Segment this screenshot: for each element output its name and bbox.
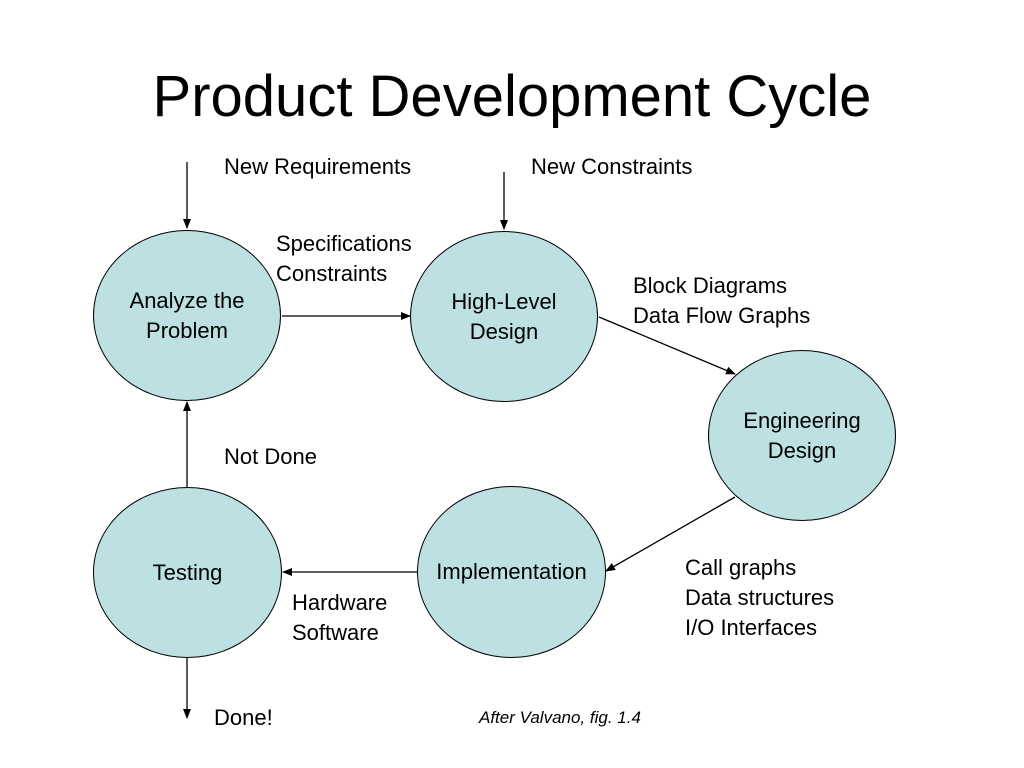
node-implementation: Implementation (417, 486, 606, 658)
edge-label-call-line-1: Call graphs (685, 555, 797, 580)
edge-label-spec-line-1: Specifications (276, 231, 412, 256)
node-highlevel-line-2: Design (469, 318, 539, 344)
edge-label-call-line-2: Data structures (685, 585, 835, 610)
edge-label-call-graphs: Call graphs Data structures I/O Interfac… (685, 553, 834, 643)
node-analyze-problem: Analyze the Problem (93, 230, 281, 401)
edge-label-hardware-software: Hardware Software (292, 588, 387, 648)
edge-label-hw-line-1: Hardware (292, 590, 388, 615)
arrow-engineering-to-implementation (605, 496, 736, 572)
arrow-highlevel-to-engineering (598, 316, 736, 375)
node-engineering-line-2: Design (767, 437, 837, 463)
slide-title: Product Development Cycle (152, 64, 872, 129)
edge-label-hw-line-2: Software (292, 620, 379, 645)
node-implementation-line-1: Implementation (436, 559, 587, 584)
edge-label-block-line-1: Block Diagrams (633, 273, 788, 298)
node-testing-line-1: Testing (152, 559, 223, 585)
edge-label-spec-line-2: Constraints (276, 261, 388, 286)
node-engineering-line-1: Engineering (743, 407, 861, 433)
edge-label-block-diagrams: Block Diagrams Data Flow Graphs (633, 271, 810, 331)
node-testing: Testing (93, 487, 282, 658)
edge-label-specifications: Specifications Constraints (276, 229, 412, 289)
figure-credit: After Valvano, fig. 1.4 (479, 708, 641, 727)
label-new-constraints: New Constraints (531, 154, 693, 179)
node-analyze-line-1: Analyze the (129, 287, 245, 313)
node-highlevel-line-1: High-Level (451, 288, 557, 314)
node-high-level-design: High-Level Design (410, 231, 598, 402)
edge-label-call-line-3: I/O Interfaces (685, 615, 818, 640)
node-analyze-line-2: Problem (146, 317, 228, 343)
node-engineering-design: Engineering Design (708, 350, 896, 521)
edge-label-block-line-2: Data Flow Graphs (633, 303, 811, 328)
edge-label-done: Done! (214, 705, 273, 730)
label-new-requirements: New Requirements (224, 154, 412, 179)
edge-label-not-done: Not Done (224, 444, 317, 469)
